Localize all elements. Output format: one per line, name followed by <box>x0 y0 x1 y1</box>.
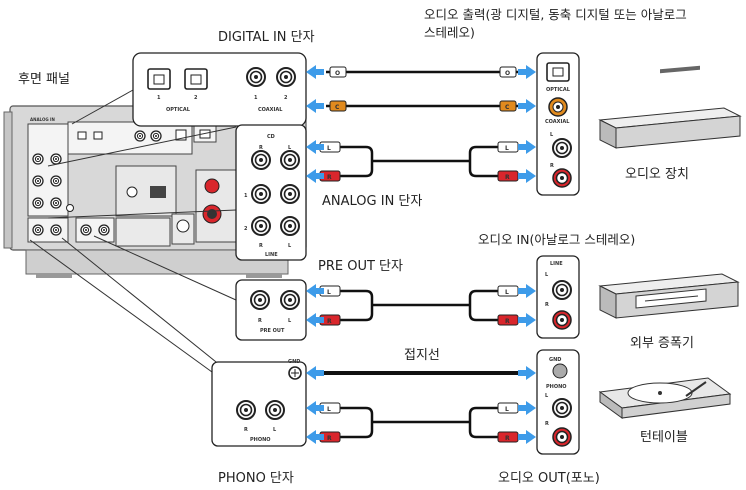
phono-plug-r2: R <box>505 435 510 442</box>
analog-plug-l2: L <box>505 145 509 152</box>
preout-r-mark: R <box>258 318 262 324</box>
analog-plug-r: R <box>327 174 332 181</box>
preout-rca-cable <box>319 285 519 326</box>
pre-out-label: PRE OUT 단자 <box>318 259 403 274</box>
amplifier-icon <box>598 273 740 319</box>
amp-l-mark: L <box>545 272 549 278</box>
coaxial-cable: C C <box>326 100 518 112</box>
analog-in-callout: CD R L 1 2 R L LINE <box>235 124 307 261</box>
amp-r-mark: R <box>545 302 549 308</box>
analog-rca-cable <box>319 141 519 182</box>
arrow-right-icon <box>518 430 536 444</box>
audio-out-label-line1: 오디오 출력(광 디지털, 동축 디지털 또는 아날로그 <box>424 7 687 22</box>
tt-phono-label: PHONO <box>546 384 567 390</box>
phono-plug-r: R <box>327 435 332 442</box>
digital-in-callout: 1 2 1 2 OPTICAL COAXIAL <box>132 52 307 127</box>
audio-out-phono-label: 오디오 OUT(포노) <box>498 471 600 486</box>
receiver-rear-panel: ANALOG IN <box>3 105 307 278</box>
rear-panel-label: 후면 패널 <box>18 72 70 87</box>
audio-out-box: OPTICAL COAXIAL L R <box>536 52 580 196</box>
pre-out-callout: R L PRE OUT <box>235 279 307 341</box>
preout-l-mark: L <box>288 318 292 324</box>
coax1-num: 1 <box>254 95 258 101</box>
line2-num: 2 <box>244 226 248 232</box>
arrow-left-icon <box>306 401 324 415</box>
coaxial-label: COAXIAL <box>258 107 283 113</box>
analog-plug-r2: R <box>505 174 510 181</box>
amp-line-label: LINE <box>550 261 563 267</box>
phono-r-mark: R <box>244 427 248 433</box>
arrow-left-icon <box>306 65 324 79</box>
preout-plug-r: R <box>327 318 332 325</box>
external-amp-label: 외부 증폭기 <box>630 336 694 351</box>
opt2-num: 2 <box>194 95 198 101</box>
arrow-right-icon <box>518 99 536 113</box>
turntable-label: 턴테이블 <box>640 430 688 445</box>
analog-plug-l: L <box>327 145 331 152</box>
signal-arrows <box>306 65 536 444</box>
coax-plug-a: C <box>335 104 340 111</box>
gnd-label: GND <box>288 359 300 365</box>
arrow-left-icon <box>306 284 324 298</box>
arrow-left-icon <box>306 169 324 183</box>
phono-panel-label: PHONO <box>250 437 271 443</box>
src-l-mark: L <box>550 132 554 138</box>
audio-out-label-line2: 스테레오) <box>424 25 475 40</box>
opt-plug-b: O <box>505 70 510 77</box>
phono-rca-cable <box>319 402 519 443</box>
preout-label: PRE OUT <box>260 328 285 334</box>
cd-label: CD <box>267 134 275 140</box>
turntable-icon <box>598 377 732 419</box>
phono-l-mark: L <box>273 427 277 433</box>
arrow-right-icon <box>518 65 536 79</box>
arrow-left-icon <box>306 366 324 380</box>
arrow-right-icon <box>518 313 536 327</box>
arrow-right-icon <box>518 401 536 415</box>
preout-plug-l: L <box>327 289 331 296</box>
line1-num: 1 <box>244 193 248 199</box>
audio-in-analog-label: 오디오 IN(아날로그 스테레오) <box>478 232 635 247</box>
line-l-mark: L <box>288 243 292 249</box>
coax-plug-b: C <box>505 104 510 111</box>
opt1-num: 1 <box>157 95 161 101</box>
panel-analog-in-label: ANALOG IN <box>30 117 55 122</box>
tt-gnd-label: GND <box>549 357 561 363</box>
turntable-out-box: GND PHONO L R <box>536 349 580 455</box>
arrow-right-icon <box>518 284 536 298</box>
phono-label: PHONO 단자 <box>218 471 294 486</box>
phono-plug-l2: L <box>505 406 509 413</box>
digital-in-label: DIGITAL IN 단자 <box>218 30 315 45</box>
arrow-left-icon <box>306 99 324 113</box>
arrow-left-icon <box>306 430 324 444</box>
src-optical-label: OPTICAL <box>546 87 571 93</box>
src-r-mark: R <box>550 163 554 169</box>
preout-plug-r2: R <box>505 318 510 325</box>
coax2-num: 2 <box>284 95 288 101</box>
arrow-right-icon <box>518 140 536 154</box>
optical-cable: O O <box>326 66 518 78</box>
audio-device-label: 오디오 장치 <box>625 167 689 182</box>
amp-in-box: LINE L R <box>536 255 580 339</box>
arrow-left-icon <box>306 313 324 327</box>
optical-label: OPTICAL <box>166 107 191 113</box>
arrow-right-icon <box>518 366 536 380</box>
phono-callout: GND R L PHONO <box>211 359 307 447</box>
arrow-right-icon <box>518 169 536 183</box>
tt-r-mark: R <box>545 421 549 427</box>
line-label: LINE <box>265 252 278 258</box>
tt-l-mark: L <box>545 393 549 399</box>
line-r-mark: R <box>259 243 263 249</box>
cd-l-mark: L <box>288 145 292 151</box>
src-coaxial-label: COAXIAL <box>545 119 570 125</box>
cd-player-icon <box>598 65 742 149</box>
preout-plug-l2: L <box>505 289 509 296</box>
ground-wire-label: 접지선 <box>404 348 440 363</box>
arrow-left-icon <box>306 140 324 154</box>
opt-plug-a: O <box>335 70 340 77</box>
phono-plug-l: L <box>327 406 331 413</box>
analog-in-label: ANALOG IN 단자 <box>322 194 422 209</box>
cd-r-mark: R <box>259 145 263 151</box>
